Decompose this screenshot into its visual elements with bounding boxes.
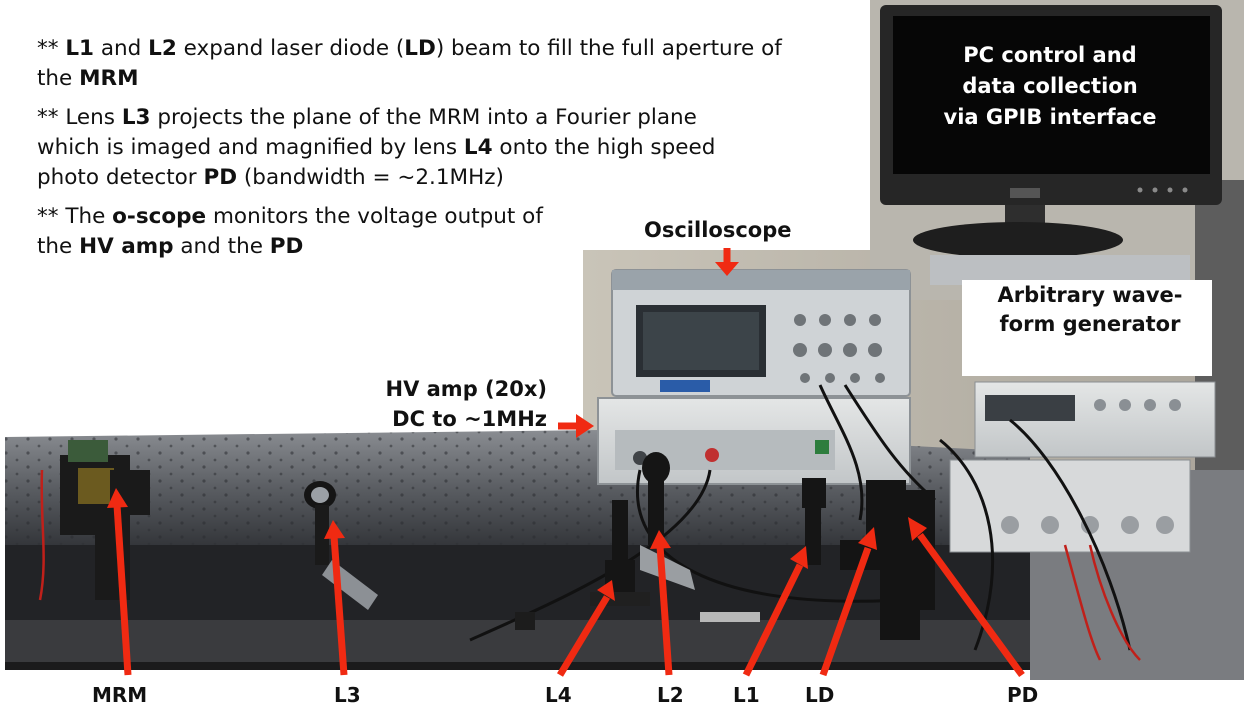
annotation-arrows [107, 248, 1099, 678]
oscilloscope-device [611, 269, 911, 397]
label-mrm: MRM [92, 683, 148, 707]
hv-amp-label: HV amp (20x) DC to ~1MHz [352, 374, 548, 434]
awg-label-line-1: Arbitrary wave- [997, 283, 1183, 307]
pc-caption-line-2: data collection [962, 74, 1138, 98]
note-bold-term: MRM [79, 66, 139, 91]
note-bold-term: L3 [121, 105, 151, 130]
pc-caption-line-1: PC control and [963, 43, 1137, 67]
note-text: (bandwidth = ~2.1MHz) [237, 165, 504, 190]
note-2: ** Lens L3 projects the plane of the MRM… [37, 103, 737, 193]
note-text: onto the high speed photo detector [37, 135, 716, 190]
note-text: expand laser diode ( [176, 36, 405, 61]
awg-label: Arbitrary wave- form generator [974, 281, 1206, 339]
label-l2: L2 [657, 683, 684, 707]
label-l4: L4 [545, 683, 572, 707]
ld-pd-assembly [840, 480, 935, 640]
note-bold-term: L2 [148, 36, 177, 61]
label-pd: PD [1007, 683, 1039, 707]
note-1: ** L1 and L2 expand laser diode (LD) bea… [37, 34, 797, 94]
pc-caption-line-3: via GPIB interface [943, 105, 1157, 129]
awg-label-line-2: form generator [999, 312, 1181, 336]
oscilloscope-label: Oscilloscope [644, 218, 792, 242]
note-bold-term: L1 [65, 36, 95, 61]
hv-amp-label-line-2: DC to ~1MHz [392, 407, 547, 431]
l1-lens-mount [802, 478, 826, 565]
cables [469, 384, 1132, 651]
pc-monitor [880, 5, 1222, 258]
note-bold-term: PD [269, 234, 304, 259]
note-bold-term: PD [203, 165, 238, 190]
hv-amp-label-line-1: HV amp (20x) [385, 377, 548, 401]
note-bold-term: LD [404, 36, 436, 61]
notes-block: ** L1 and L2 expand laser diode (LD) bea… [37, 34, 797, 271]
note-bold-term: L4 [463, 135, 493, 160]
note-text: ** [37, 36, 66, 61]
note-text: monitors the voltage output of the [37, 204, 543, 259]
note-text: ** The [37, 204, 113, 229]
label-l1: L1 [733, 683, 760, 707]
awg-label-box [962, 280, 1212, 376]
note-bold-term: HV amp [79, 234, 174, 259]
pc-control-caption: PC control and data collection via GPIB … [905, 40, 1195, 133]
l2-lens-mount [640, 452, 695, 590]
note-text: projects the plane of the MRM into a Fou… [37, 105, 697, 160]
note-text: ** Lens [37, 105, 122, 130]
bnc-connector [515, 612, 760, 630]
note-bold-term: o-scope [112, 204, 207, 229]
note-text: ) beam to fill the full aperture of the [37, 36, 782, 91]
label-l3: L3 [334, 683, 361, 707]
mrm-mount [60, 440, 150, 600]
note-text: and the [173, 234, 270, 259]
label-ld: LD [805, 683, 835, 707]
note-text: and [94, 36, 149, 61]
note-3: ** The o-scope monitors the voltage outp… [37, 202, 567, 262]
